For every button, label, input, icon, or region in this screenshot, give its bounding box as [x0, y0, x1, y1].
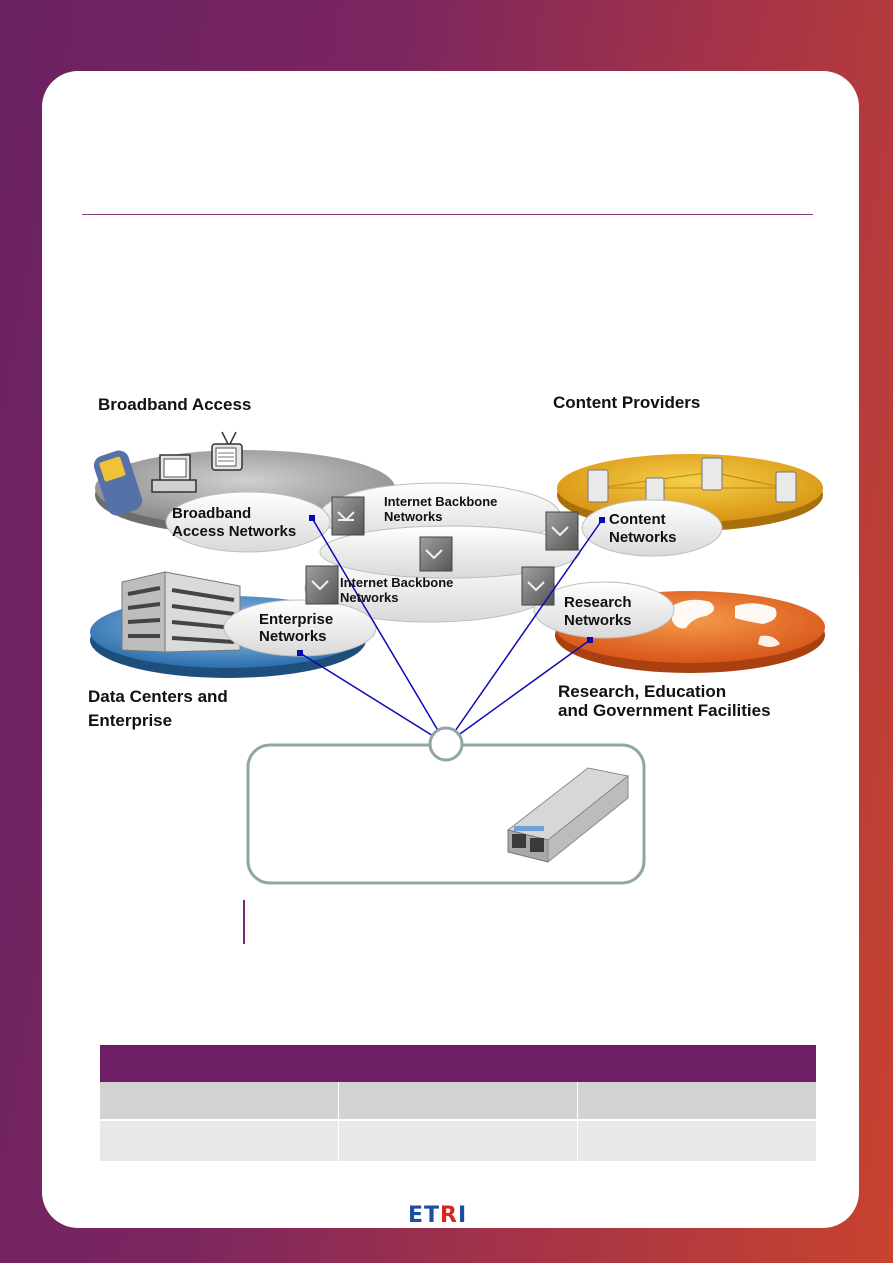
broadband-region-title: Broadband Access — [98, 395, 251, 414]
etri-logo: ETRI — [408, 1203, 468, 1228]
backbone-mid-label-1: Internet Backbone — [340, 575, 453, 590]
datacenter-region-title-1: Data Centers and — [88, 687, 228, 706]
enterprise-network-label-2: Networks — [259, 628, 327, 645]
server-rack-icon — [587, 457, 797, 505]
broadband-network-label-1: Broadband — [172, 505, 251, 522]
backbone-top-label-2: Networks — [384, 509, 443, 524]
table-cell — [100, 1082, 338, 1121]
content-region-title: Content Providers — [553, 393, 700, 412]
research-network-label-1: Research — [564, 594, 632, 611]
table-row — [100, 1121, 816, 1161]
broadband-cloud — [165, 491, 331, 553]
content-network-label-2: Networks — [609, 529, 677, 546]
datacenter-building-icon — [121, 571, 241, 653]
hub-node — [428, 726, 464, 762]
caption-marker — [243, 900, 245, 944]
table-header-cell — [100, 1045, 816, 1082]
table-cell — [100, 1121, 338, 1161]
research-network-label-2: Networks — [564, 612, 632, 629]
backbone-mid-label-2: Networks — [340, 590, 399, 605]
link-endpoints — [297, 515, 605, 656]
table-cell — [338, 1121, 577, 1161]
research-region-title-1: Research, Education — [558, 682, 726, 701]
phone-icon — [93, 450, 143, 516]
connection-lines — [299, 517, 603, 745]
table-cell — [577, 1082, 816, 1121]
switch-icon — [305, 496, 579, 606]
backbone-top-label-1: Internet Backbone — [384, 494, 497, 509]
table-row — [100, 1082, 816, 1121]
optical-transceiver-icon — [506, 767, 630, 864]
research-region-title-2: and Government Facilities — [558, 701, 771, 720]
table-header-row — [100, 1045, 816, 1082]
content-network-label-1: Content — [609, 511, 666, 528]
datacenter-region-title-2: Enterprise — [88, 711, 172, 730]
research-cloud — [533, 581, 675, 639]
desktop-icon — [151, 454, 197, 493]
table-cell — [577, 1121, 816, 1161]
spec-table — [100, 1045, 816, 1161]
enterprise-network-label-1: Enterprise — [259, 611, 333, 628]
content-cloud — [581, 499, 723, 557]
table-cell — [338, 1082, 577, 1121]
tv-icon — [211, 431, 243, 471]
header-divider — [82, 214, 813, 215]
broadband-network-label-2: Access Networks — [172, 523, 296, 540]
